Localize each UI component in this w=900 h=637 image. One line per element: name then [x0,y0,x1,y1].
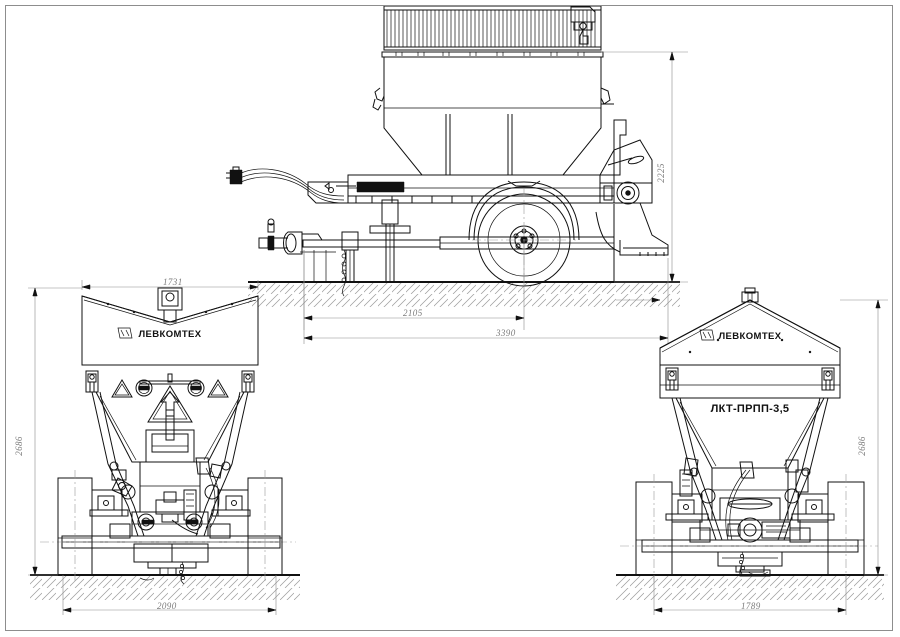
rear-wheel-left [57,470,93,582]
drawbar-hitch [258,199,441,297]
rear-center-assembly [131,409,209,537]
rear-wheel-right [247,470,283,582]
front-brand-logo: ЛЕВКОМТЕХ [718,331,781,342]
front-wheel-right [827,474,865,582]
rear-ground-line [30,574,300,600]
front-wheel-left [635,474,673,582]
front-hopper [659,287,841,469]
dimension-rear-hopper-width [81,280,259,290]
rear-spreader-discs [133,543,209,585]
front-elevation-view: ЛЕВКОМТЕХ ЛКТ-ПРПП-3,5 [616,287,888,615]
rear-elevation-view: ЛЕВКОМТЕХ [28,280,300,615]
dimension-side-height [601,51,688,283]
dim-label-front-overall-height: 2686 [857,436,867,456]
rear-hopper [81,287,259,463]
front-spreader-outlets [717,551,783,577]
rear-brand-logo: ЛЕВКОМТЕХ [138,329,201,340]
beacon-lamp [570,6,596,45]
dim-label-rear-hopper-width: 1731 [163,277,183,287]
rear-warning-decals [111,373,229,423]
wheel-fender [468,180,580,241]
hopper-body [381,51,604,176]
dim-label-side-overall-length: 3390 [496,328,516,338]
front-frame-beam [620,539,878,553]
hopper-side-brackets [372,87,614,111]
sheet-border-frame [5,5,893,631]
side-elevation-view [226,6,688,344]
front-ground-line [616,574,884,600]
dim-label-front-track-width: 1789 [741,601,761,611]
hopper-top-screen [383,6,602,51]
rear-hydraulics [171,457,223,535]
dim-label-side-wheelbase: 2105 [403,308,423,318]
dimension-front-track-width [653,575,847,615]
dim-label-side-height: 2225 [656,163,666,183]
front-center-assembly [699,467,801,543]
rear-left-fittings [111,469,133,497]
spreader-unit [595,119,669,282]
rear-frame-beam [40,535,296,549]
front-hydraulics [679,457,809,541]
dimension-rear-track-width [62,575,277,615]
conveyor-housing [307,181,405,204]
dim-label-rear-overall-height: 2686 [14,436,24,456]
dimension-rear-overall-height [28,287,82,576]
dim-label-rear-track-width: 2090 [157,601,177,611]
side-ground-line [248,281,680,307]
hydraulic-hoses [226,166,345,204]
hopper-lid-latches [395,52,585,56]
dimension-front-overall-height [840,299,888,576]
front-model-designation: ЛКТ-ПРПП-3,5 [711,403,790,415]
dimension-side-overall-length [303,250,669,344]
